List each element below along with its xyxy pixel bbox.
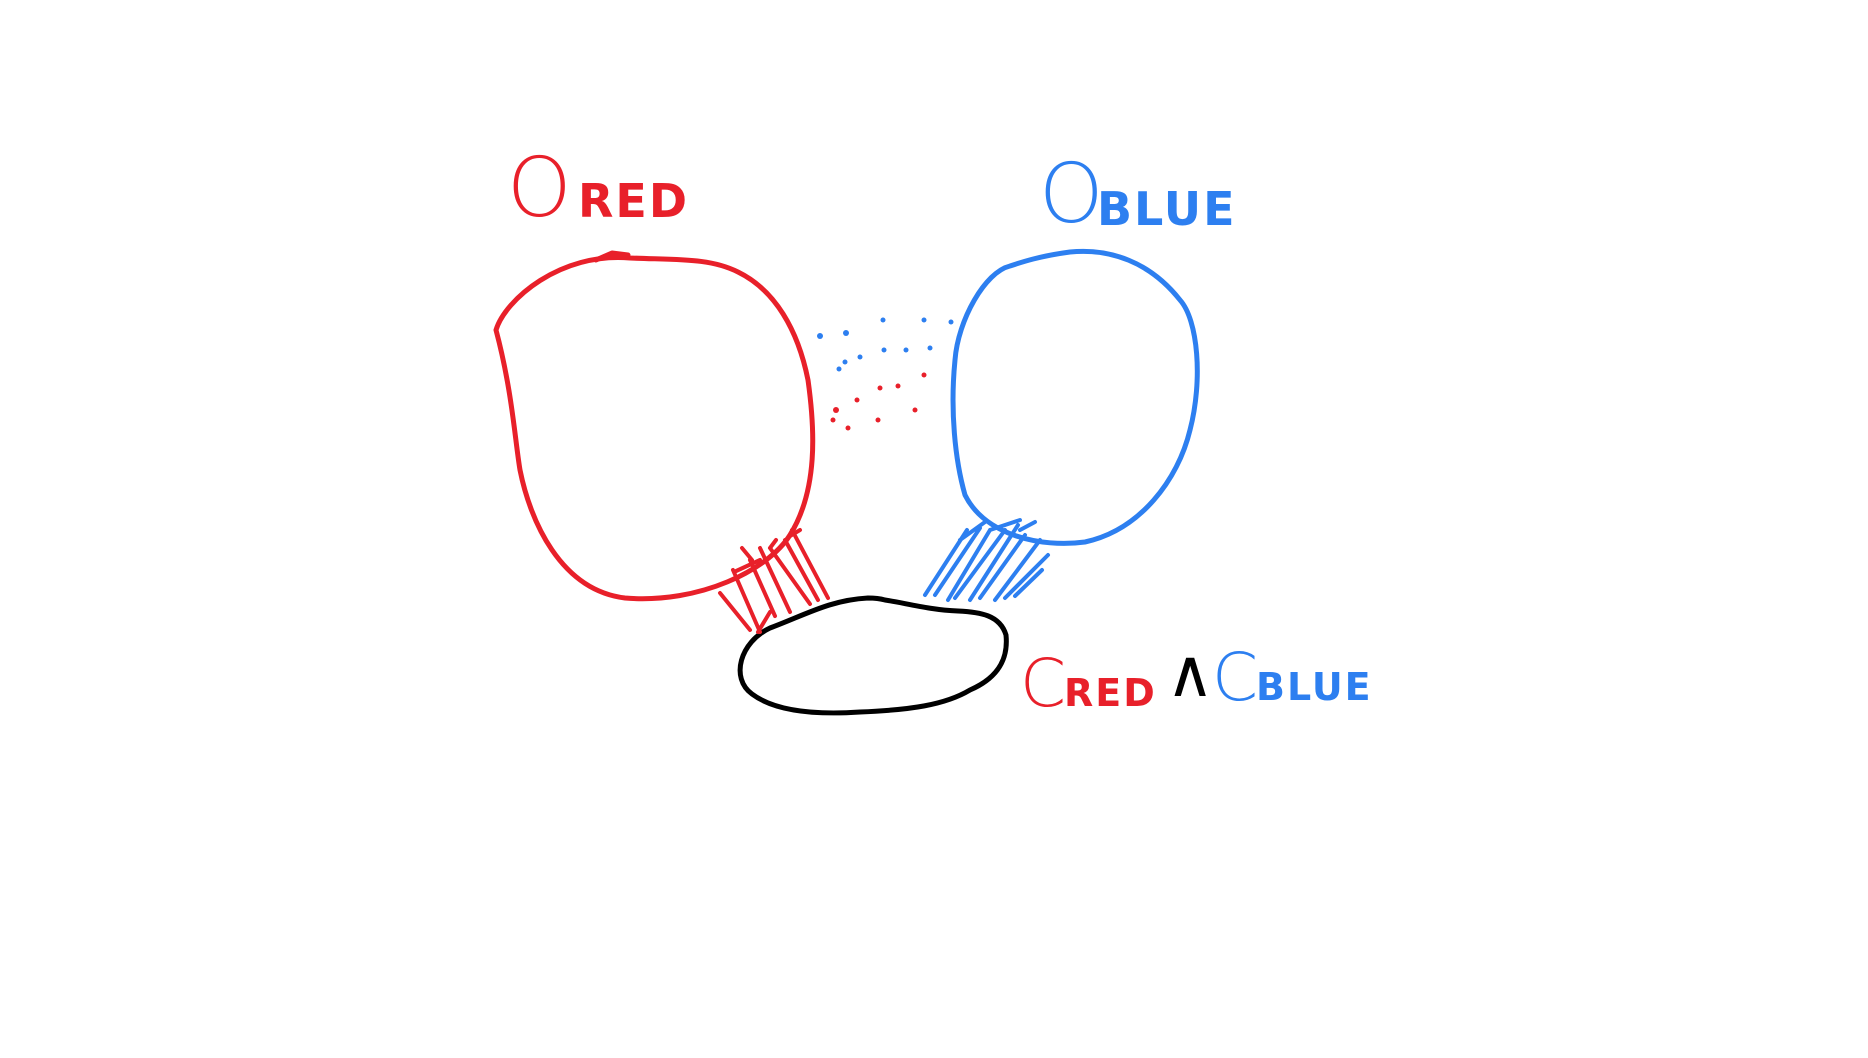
label-c-blue-sub: BLUE [1256,665,1373,709]
blue-circle [950,248,1200,546]
label-o-blue-main: O [1039,147,1104,242]
label-intersection: C RED ∧ C BLUE [1020,635,1373,722]
red-circle-tick [593,250,631,263]
intersection-ellipse [737,595,1009,716]
red-circle [493,255,816,602]
label-o-red-main: O [507,141,572,236]
red-hatch [718,528,830,634]
label-c-red-sub: RED [1064,671,1157,715]
label-o-red: O RED [507,141,689,236]
blue-dots [817,317,954,372]
label-c-red-main: C [1020,645,1066,722]
label-o-blue: O BLUE [1039,147,1237,242]
blue-hatch [923,518,1050,602]
red-dots [830,372,927,431]
label-c-blue-main: C [1212,639,1258,716]
label-o-red-sub: RED [578,174,689,228]
label-and-symbol: ∧ [1166,635,1214,712]
label-o-blue-sub: BLUE [1097,182,1237,236]
